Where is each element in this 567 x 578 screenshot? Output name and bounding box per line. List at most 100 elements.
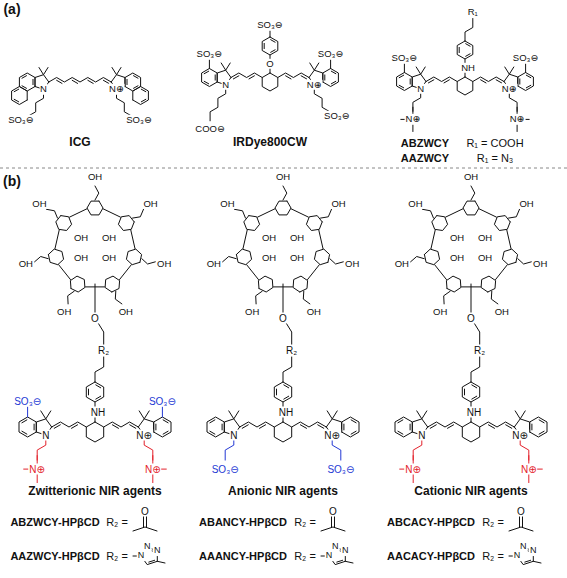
bond-line — [162, 407, 163, 417]
double-bond — [260, 425, 266, 429]
double-bond — [466, 44, 470, 47]
double-bond — [112, 425, 118, 429]
double-bond — [539, 431, 544, 434]
double-bond — [88, 389, 89, 395]
double-bond — [331, 71, 336, 74]
atom-label: N⊕ — [405, 114, 422, 124]
atom-label: OH — [156, 259, 172, 269]
atom-label: OH — [494, 307, 510, 317]
ring-bond — [306, 216, 322, 231]
bond-line — [39, 68, 48, 75]
ring-bond — [126, 249, 141, 265]
double-bond — [34, 424, 35, 430]
double-bond — [22, 420, 27, 423]
atom-label: NH — [278, 407, 294, 418]
double-bond — [519, 79, 520, 84]
atom-label: SO₃⊖ — [125, 115, 153, 125]
double-bond — [210, 431, 215, 434]
double-bond — [337, 560, 343, 562]
atom-label: N — [331, 542, 340, 552]
atom-label: OH — [101, 233, 117, 243]
atom-label: N⊕ — [501, 84, 518, 94]
compound-name: ICG — [68, 136, 91, 149]
atom-label: R₂ = — [105, 550, 129, 562]
double-bond — [141, 89, 146, 92]
double-bond — [57, 80, 62, 83]
bond-line — [423, 209, 434, 218]
divider-line — [0, 168, 567, 169]
atom-label: SO₃⊖ — [256, 20, 284, 30]
ring-bond — [207, 417, 224, 437]
compound-name: (a) — [2, 2, 21, 17]
atom-label: OH — [532, 259, 548, 269]
atom-label: N — [229, 430, 238, 441]
double-bond — [284, 385, 289, 388]
atom-label: N⊕ — [28, 464, 46, 475]
atom-label: OH — [330, 199, 346, 209]
ring-bond — [118, 216, 134, 231]
double-bond — [496, 80, 502, 83]
ring-bond — [457, 41, 473, 59]
atom-label: O — [90, 313, 100, 324]
ring-bond — [397, 73, 413, 91]
double-bond — [271, 50, 275, 53]
ring-bond — [87, 201, 103, 215]
double-bond — [472, 396, 477, 399]
ring-bond — [274, 422, 291, 442]
double-bond — [399, 75, 404, 78]
bond-line — [120, 265, 132, 280]
bond-line — [505, 67, 514, 74]
atom-label: N — [143, 542, 152, 552]
ring-bond — [432, 216, 448, 231]
atom-label: OH — [463, 172, 479, 182]
bond-line — [70, 209, 87, 217]
ring-bond — [481, 276, 496, 292]
bond-line — [310, 63, 319, 70]
bond-line — [519, 515, 520, 527]
double-bond — [301, 76, 307, 79]
atom-label: OH — [449, 233, 465, 243]
bond-line — [496, 265, 508, 280]
atom-label: OH — [118, 307, 134, 317]
atom-label: OH — [407, 199, 423, 209]
double-bond — [22, 76, 27, 79]
bond-line — [404, 64, 405, 73]
ring-bond — [395, 417, 412, 437]
bond-line — [243, 230, 247, 249]
bond-line — [27, 407, 28, 417]
atom-label: OH — [432, 307, 448, 317]
bond-line — [256, 291, 263, 304]
bond-line — [465, 19, 473, 42]
double-bond — [324, 75, 325, 80]
ring-bond — [105, 276, 120, 292]
bond-line — [334, 515, 335, 527]
atom-label: N⊕ — [323, 430, 341, 441]
double-bond — [399, 85, 404, 88]
atom-label: N⊕ — [144, 464, 162, 475]
double-bond — [286, 76, 291, 79]
atom-label: N — [153, 546, 162, 556]
atom-label: NH — [460, 63, 476, 73]
atom-label: OH — [261, 253, 277, 263]
atom-label: N — [513, 551, 522, 561]
atom-label: OH — [477, 233, 493, 243]
atom-label: N⊕ — [306, 80, 323, 90]
double-bond — [398, 431, 403, 434]
double-bond — [54, 425, 60, 429]
bond-line — [471, 186, 475, 200]
bond-line — [479, 209, 496, 217]
compound-name: Anionic NIR agents — [227, 485, 339, 498]
bond-line — [278, 73, 309, 78]
double-bond — [96, 396, 101, 399]
double-bond — [448, 425, 454, 429]
atom-label: OH — [18, 259, 34, 269]
atom-label: R₁ — [467, 7, 479, 17]
bond-line — [416, 67, 425, 74]
atom-label: SO₃⊖ — [211, 464, 240, 475]
ring-bond — [518, 73, 534, 91]
double-bond — [204, 81, 209, 84]
double-bond — [318, 425, 324, 429]
bond-line — [509, 209, 520, 218]
bond-line — [229, 411, 239, 419]
